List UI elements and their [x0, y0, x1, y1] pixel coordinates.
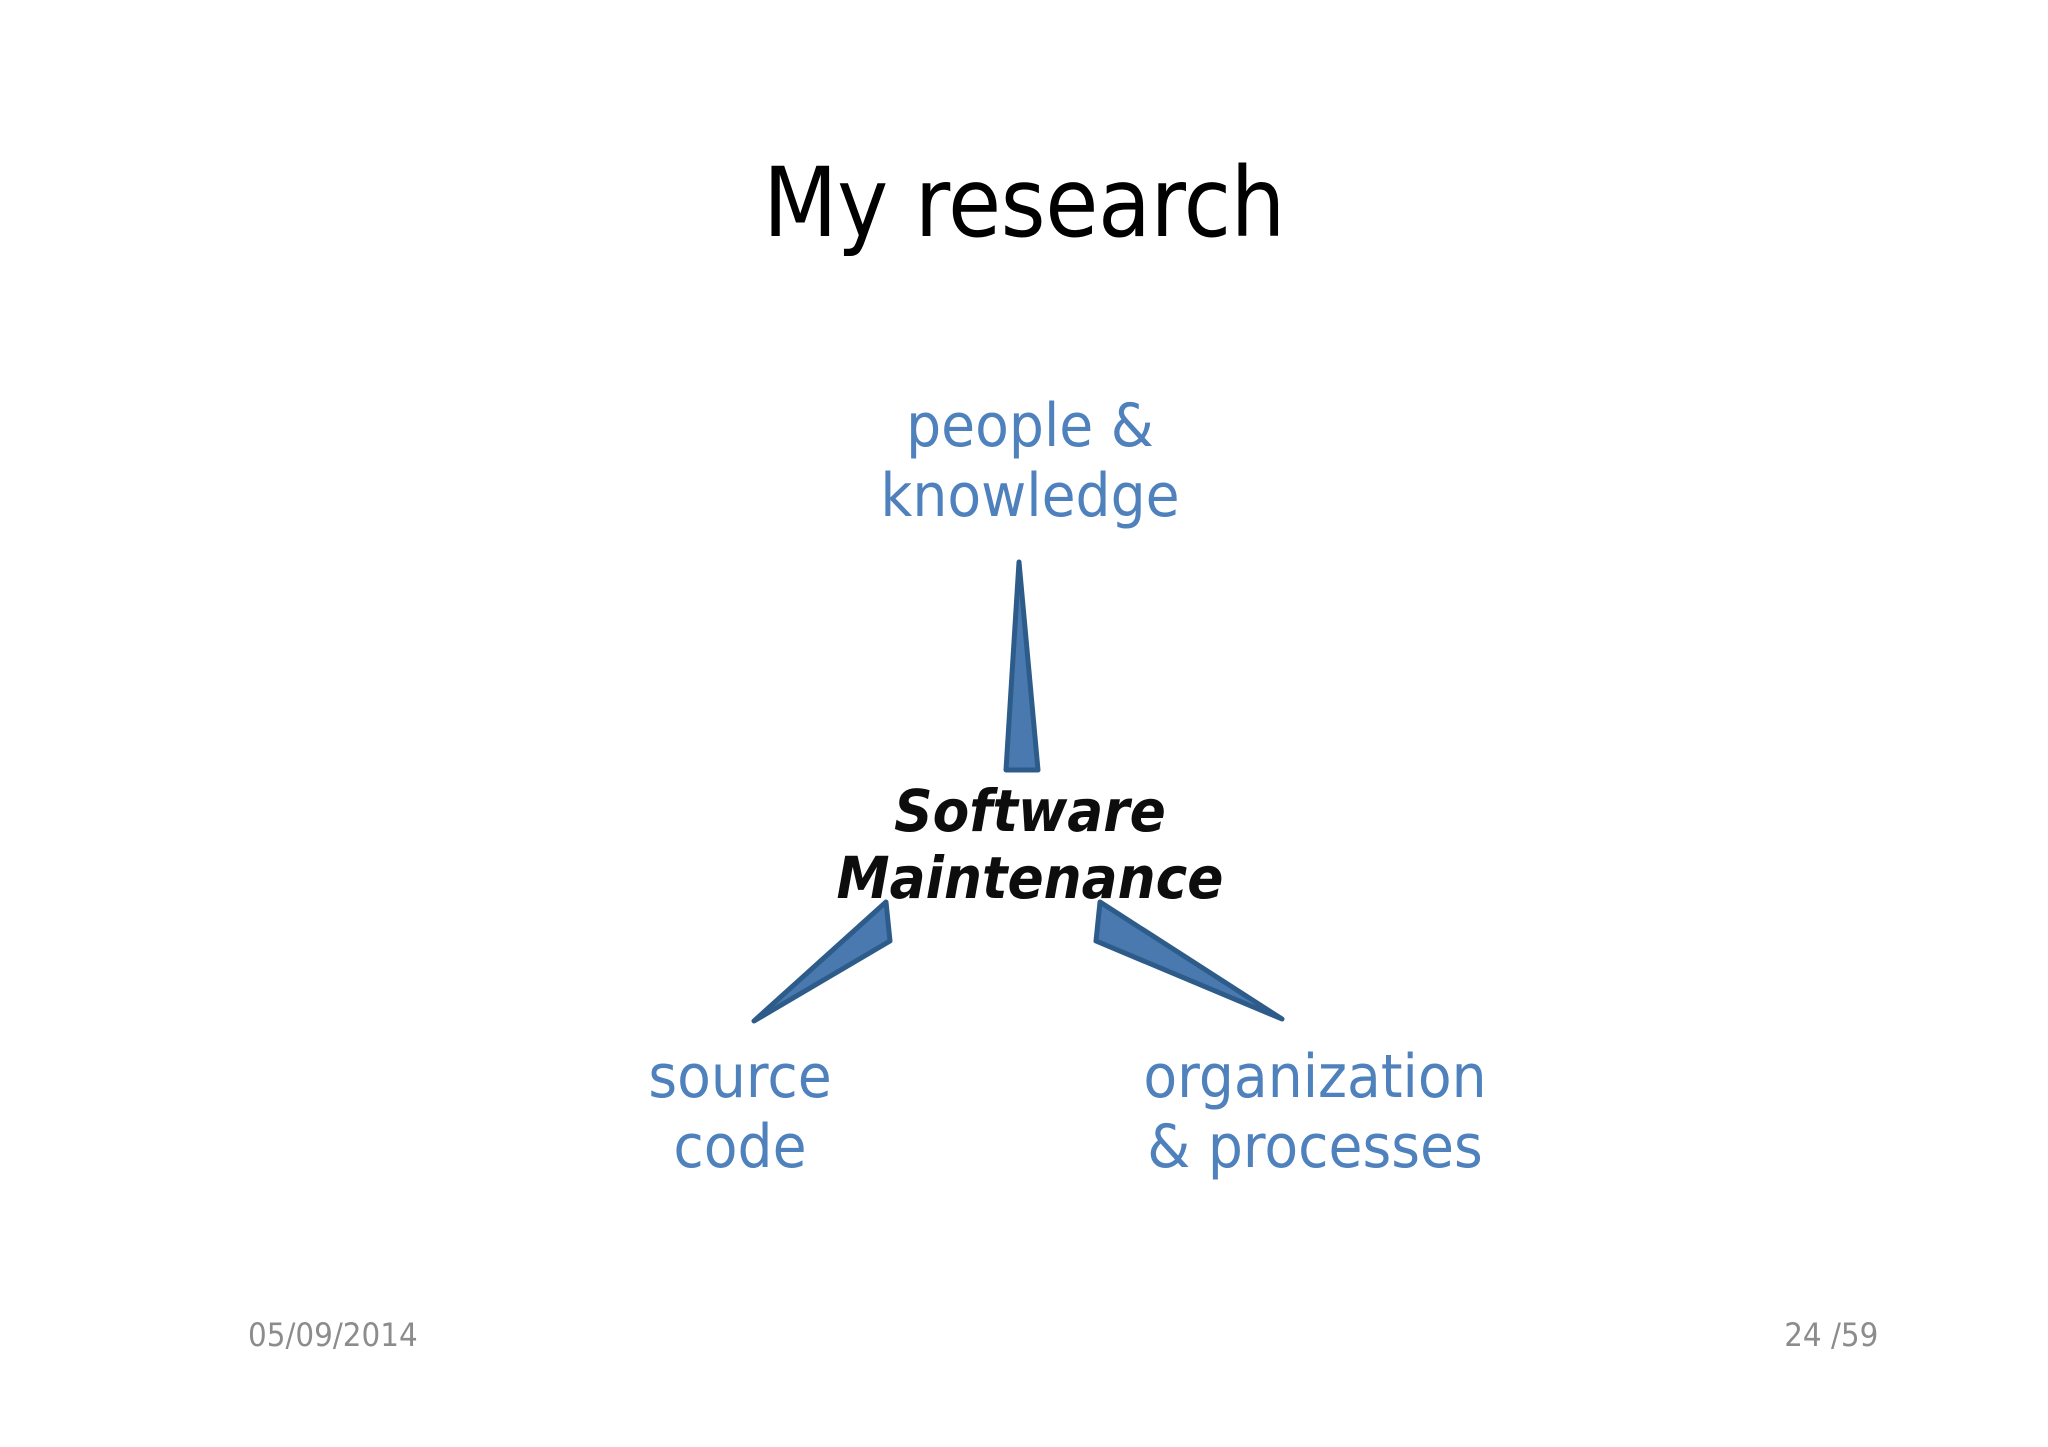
connector-bottom-right-arrow [1093, 899, 1285, 1022]
diagram-node-source-code: source code [648, 1042, 832, 1182]
diagram-node-people-knowledge: people & knowledge [880, 391, 1180, 531]
footer-page-number: 24 /59 [1783, 1316, 1878, 1354]
slide-title: My research [763, 147, 1285, 259]
footer-date: 05/09/2014 [248, 1316, 418, 1354]
connector-top-arrow [1003, 559, 1041, 773]
diagram-node-organization-processes: organization & processes [1143, 1042, 1487, 1182]
diagram-node-software-maintenance: Software Maintenance [836, 777, 1224, 913]
connector-bottom-left-arrow [751, 899, 893, 1024]
